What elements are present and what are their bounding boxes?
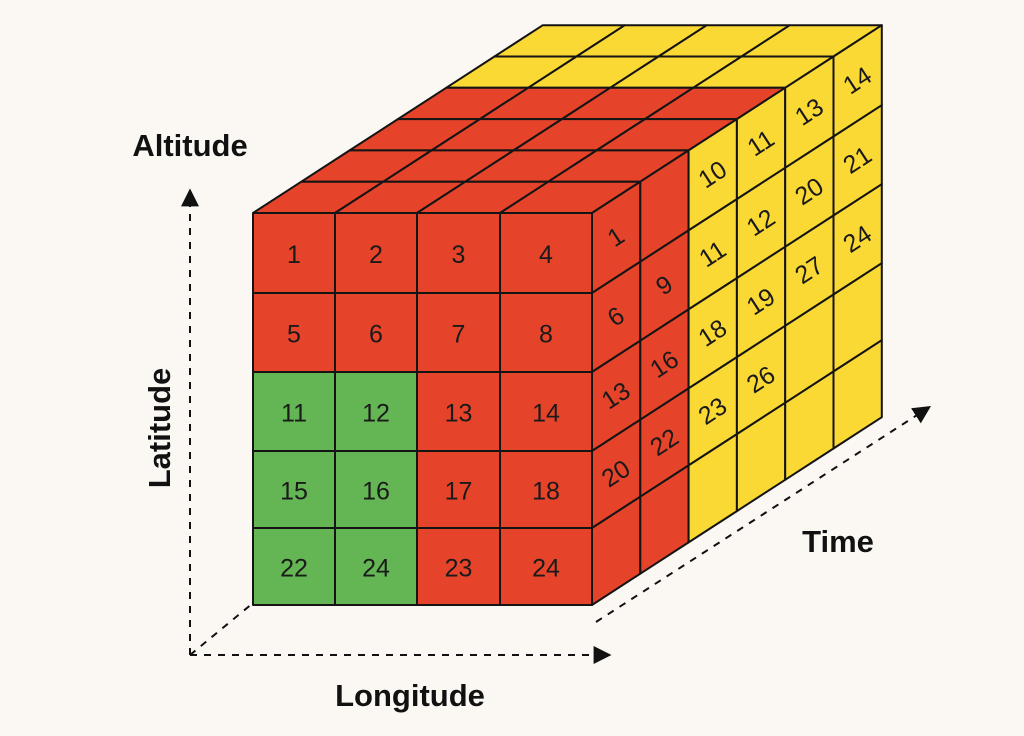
front-cell-label: 24	[532, 555, 560, 583]
front-cell-label: 12	[362, 400, 390, 428]
front-cell-label: 22	[280, 555, 308, 583]
front-cell-label: 4	[539, 241, 553, 269]
time-axis-label: Time	[802, 524, 874, 559]
front-cell	[499, 527, 593, 606]
latitude-axis-label: Latitude	[142, 368, 177, 489]
front-cell-label: 11	[281, 400, 307, 428]
front-cell-label: 23	[445, 555, 473, 583]
front-cell-label: 6	[369, 321, 383, 349]
side-cell	[832, 339, 883, 450]
time-axis-line	[595, 406, 932, 623]
front-cell-label: 13	[445, 400, 473, 428]
front-cell-label: 16	[362, 478, 390, 506]
front-cell-label: 15	[280, 478, 308, 506]
front-cell-label: 3	[452, 241, 466, 269]
front-cell-label: 14	[532, 400, 560, 428]
front-cell-label: 2	[369, 241, 383, 269]
front-cell-label: 7	[452, 321, 466, 349]
front-cell-label: 8	[539, 321, 553, 349]
data-cube: 1613209162210111823111219261320271421241…	[252, 24, 883, 606]
front-cell-label: 17	[445, 478, 473, 506]
front-cell-label: 24	[362, 555, 390, 583]
altitude-axis-label: Altitude	[132, 128, 247, 163]
depth-guide-line	[189, 602, 254, 656]
front-cell-label: 5	[287, 321, 301, 349]
longitude-axis-label: Longitude	[335, 678, 485, 713]
axes: Altitude Latitude Longitude Time	[132, 128, 932, 713]
front-cell-label: 1	[287, 241, 301, 269]
front-cell-label: 18	[532, 478, 560, 506]
